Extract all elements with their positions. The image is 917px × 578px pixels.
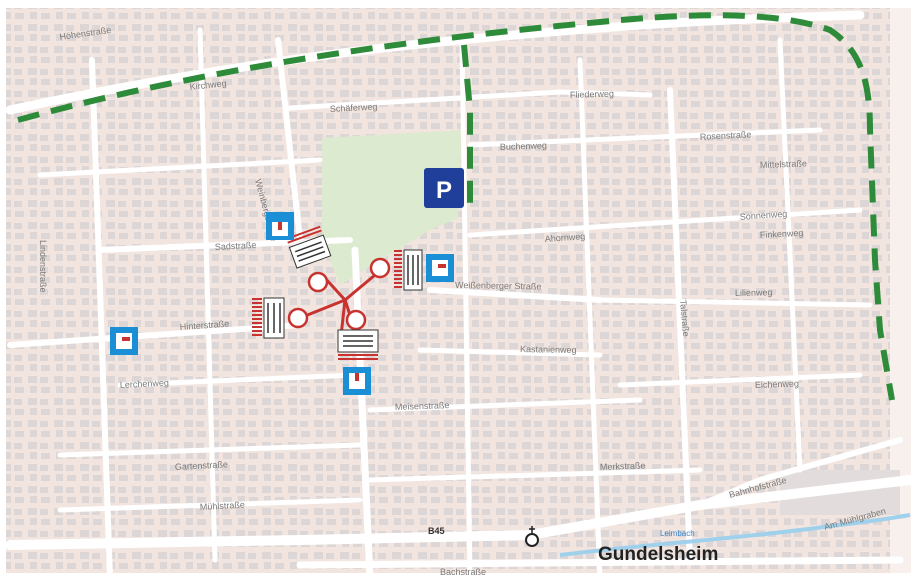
street-label: Talstraße: [678, 299, 691, 337]
boundary-line: [17, 12, 895, 401]
street-label: Meisenstraße: [395, 400, 450, 412]
route-label: B45: [428, 526, 445, 536]
street-label: Hinterstraße: [179, 319, 229, 332]
street-label: Rosenstraße: [700, 129, 752, 142]
street-label: Lindenstraße: [38, 240, 48, 293]
stream-leimbach: [559, 513, 911, 557]
street-label: Kirchweg: [189, 78, 227, 92]
street-label: Schäferweg: [330, 102, 378, 114]
street-label: Ahornweg: [544, 231, 585, 244]
street-label: Fliederweg: [570, 88, 614, 100]
town-label: Gundelsheim: [598, 544, 718, 565]
road-network: [5, 10, 915, 578]
dead-end-sign-icon[interactable]: [266, 212, 294, 240]
road-barrier: [337, 329, 379, 360]
street-label: Gartenstraße: [175, 459, 228, 472]
boundary-line-branch: [461, 44, 473, 210]
closure-circle: [345, 309, 367, 331]
street-label: Eichenweg: [755, 378, 799, 390]
street-label: Lilienweg: [735, 287, 773, 298]
street-label: Kastanienweg: [520, 344, 577, 355]
dead-end-sign-icon[interactable]: [426, 254, 454, 282]
street-label: Finkenweg: [760, 228, 804, 240]
street-label: Sadstraße: [215, 240, 257, 252]
road-barrier: [394, 249, 423, 291]
street-label: Weißenberger Straße: [455, 280, 542, 292]
street-label: Lerchenweg: [120, 377, 170, 390]
street-label: Bachstraße: [440, 567, 486, 577]
closure-circle: [369, 257, 391, 279]
street-label: Mittelstraße: [760, 158, 807, 170]
landmark-icon: [525, 526, 539, 547]
closure-circle: [287, 307, 309, 329]
construction-detour: [252, 225, 423, 360]
stream-label: Leimbach: [660, 529, 695, 538]
road-barrier: [252, 297, 285, 339]
street-label: Mühlstraße: [200, 500, 245, 512]
street-label: Buchenweg: [500, 140, 547, 152]
street-label: Merkstraße: [600, 460, 646, 472]
parking-letter: P: [436, 177, 452, 204]
dead-end-sign-icon[interactable]: [343, 367, 371, 395]
dead-end-sign-icon[interactable]: [110, 327, 138, 355]
closure-circle: [307, 271, 329, 293]
street-labels: HöhenstraßeSchäferwegFliederwegBuchenweg…: [38, 25, 887, 577]
road-barrier: [286, 225, 332, 269]
parking-sign-icon[interactable]: P: [424, 168, 464, 208]
street-label: Sonnenweg: [739, 209, 787, 222]
